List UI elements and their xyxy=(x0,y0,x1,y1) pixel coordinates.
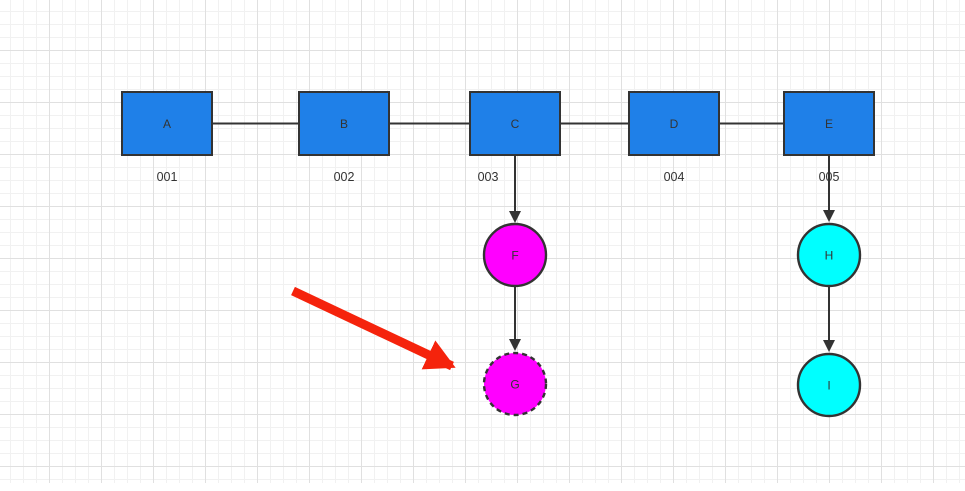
box-c-tag: 003 xyxy=(478,170,499,184)
box-b-tag: 002 xyxy=(334,170,355,184)
box-c-label: C xyxy=(511,117,520,131)
circle-g-label: G xyxy=(510,378,519,392)
box-a-tag: 001 xyxy=(157,170,178,184)
red-annotation-arrow[interactable] xyxy=(291,286,456,371)
node-circle-f[interactable]: F xyxy=(482,222,548,288)
box-b-shape[interactable] xyxy=(298,91,390,156)
circle-g-shape[interactable] xyxy=(482,351,548,417)
circle-h-label: H xyxy=(825,249,834,263)
box-c-shape[interactable] xyxy=(469,91,561,156)
circle-f-label: F xyxy=(511,249,518,263)
box-e-label: E xyxy=(825,117,833,131)
box-e-tag: 005 xyxy=(819,170,840,184)
box-d-shape[interactable] xyxy=(628,91,720,156)
box-d-label: D xyxy=(670,117,679,131)
circle-f-shape[interactable] xyxy=(482,222,548,288)
box-a-label: A xyxy=(163,117,171,131)
box-e-shape[interactable] xyxy=(783,91,875,156)
node-box-c[interactable]: C xyxy=(469,91,561,156)
circle-i-label: I xyxy=(827,379,830,393)
node-circle-g[interactable]: G xyxy=(482,351,548,417)
box-b-label: B xyxy=(340,117,348,131)
box-d-tag: 004 xyxy=(664,170,685,184)
circle-h-shape[interactable] xyxy=(796,222,862,288)
node-circle-i[interactable]: I xyxy=(796,352,862,418)
node-box-d[interactable]: D xyxy=(628,91,720,156)
node-box-e[interactable]: E xyxy=(783,91,875,156)
box-a-shape[interactable] xyxy=(121,91,213,156)
node-circle-h[interactable]: H xyxy=(796,222,862,288)
node-box-b[interactable]: B xyxy=(298,91,390,156)
node-box-a[interactable]: A xyxy=(121,91,213,156)
circle-i-shape[interactable] xyxy=(796,352,862,418)
